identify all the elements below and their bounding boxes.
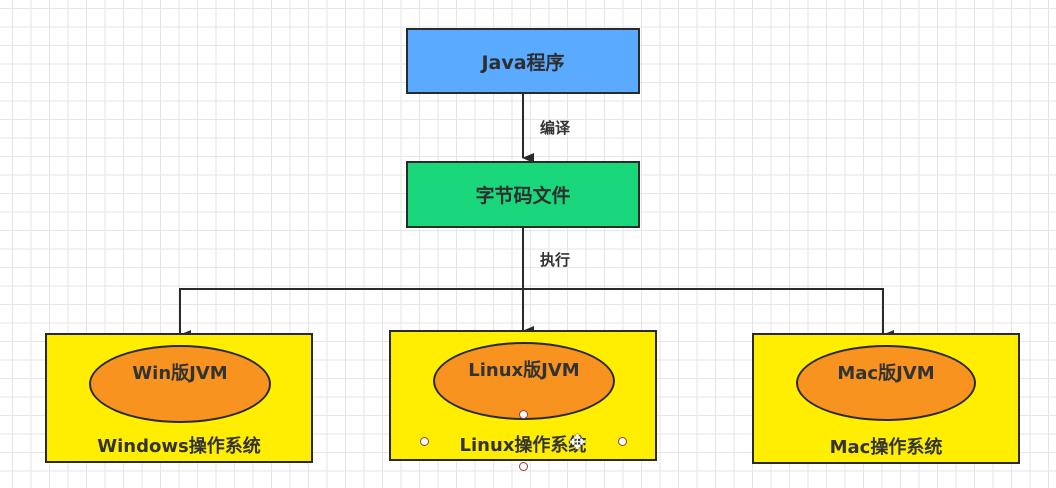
execute-label: 执行 [540, 251, 571, 269]
mac-os-node[interactable]: Mac版JVM Mac操作系统 [752, 333, 1020, 464]
linux-os-node[interactable]: Linux版JVM Linux操作系统 [389, 330, 657, 461]
selection-handle-top[interactable] [519, 410, 528, 419]
mac-jvm-ellipse[interactable]: Mac版JVM [796, 345, 976, 421]
linux-jvm-ellipse[interactable]: Linux版JVM [433, 342, 615, 420]
windows-jvm-label: Win版JVM [132, 363, 228, 384]
windows-os-node[interactable]: Win版JVM Windows操作系统 [45, 333, 313, 463]
mac-os-label: Mac操作系统 [829, 437, 943, 458]
bytecode-node[interactable]: 字节码文件 [406, 161, 640, 228]
java-program-label: Java程序 [481, 51, 565, 74]
edge-execute-branch[interactable] [179, 288, 884, 331]
windows-os-label: Windows操作系统 [97, 436, 261, 457]
linux-os-label: Linux操作系统 [459, 435, 587, 456]
windows-jvm-ellipse[interactable]: Win版JVM [89, 345, 271, 423]
linux-jvm-label: Linux版JVM [468, 360, 580, 381]
move-cursor-icon: ✥ [569, 430, 586, 454]
mac-jvm-label: Mac版JVM [837, 363, 935, 384]
selection-handle-bottom[interactable] [519, 462, 528, 471]
java-program-node[interactable]: Java程序 [406, 28, 640, 94]
selection-handle-left[interactable] [420, 437, 429, 446]
selection-handle-right[interactable] [618, 437, 627, 446]
bytecode-label: 字节码文件 [475, 185, 571, 207]
compile-label: 编译 [540, 119, 571, 137]
